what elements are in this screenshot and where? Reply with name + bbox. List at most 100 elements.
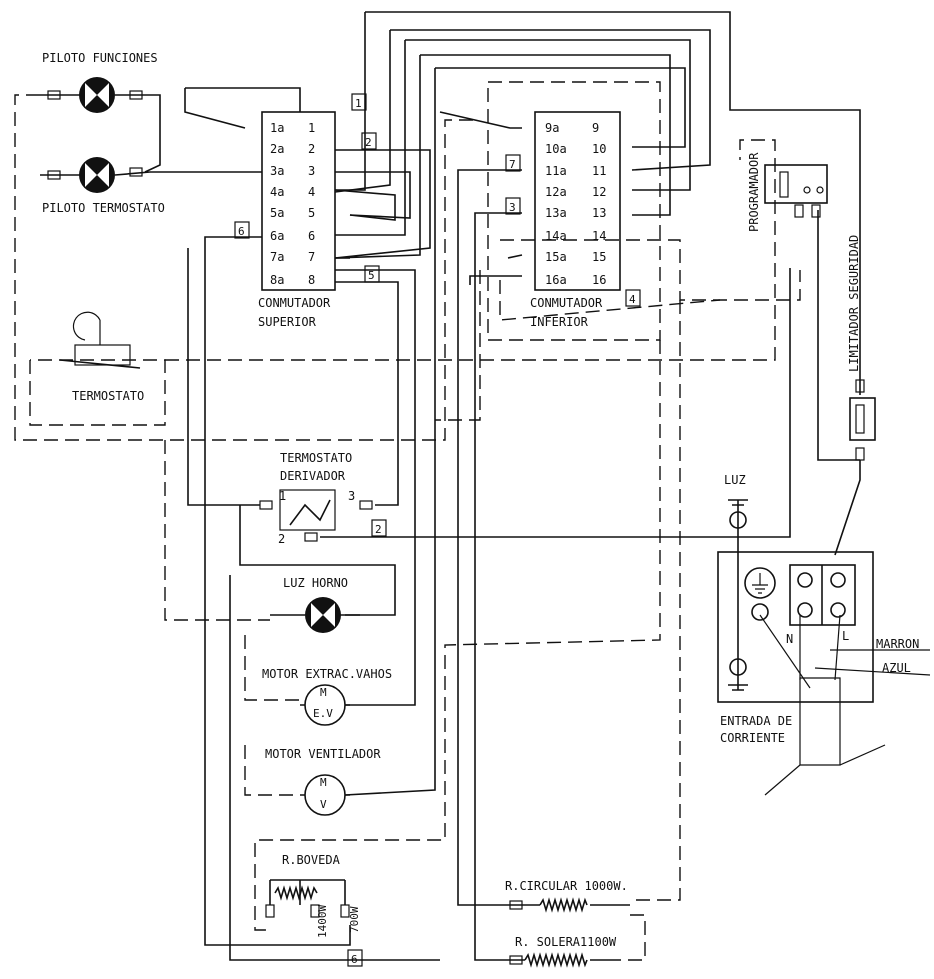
entrada-label-1: ENTRADA DE	[720, 714, 792, 728]
ci-left-pin: 11a	[545, 164, 567, 178]
luz-label: LUZ	[724, 473, 746, 487]
wire-td-1	[187, 248, 260, 506]
n-label: N	[786, 632, 793, 646]
number-boxes	[234, 93, 641, 967]
wire-1a-loop	[185, 87, 301, 112]
cable-body	[799, 677, 841, 766]
box-label: 6	[351, 953, 358, 966]
cs-left-pin: 2a	[270, 142, 284, 156]
wire-piloto-funciones	[144, 94, 161, 173]
cable-azul	[814, 667, 931, 676]
box-label: 2	[375, 523, 382, 536]
wire-top-10	[344, 68, 436, 796]
wire-1a	[184, 88, 246, 129]
dashed-mv	[244, 745, 300, 796]
dashed-enclosure-termostato	[29, 359, 166, 426]
conmutador-superior-label-1: CONMUTADOR	[258, 296, 331, 310]
wire-top-9	[435, 67, 686, 148]
cs-left-pin: 7a	[270, 250, 284, 264]
dashed-enclosure-left	[14, 94, 480, 441]
dashed-vertical-c	[630, 300, 681, 901]
termostato-derivador-label-2: DERIVADOR	[280, 469, 346, 483]
r-circular-resistor-icon	[509, 897, 630, 913]
ci-left-pin: 12a	[545, 185, 567, 199]
ci-left-pin: 13a	[545, 206, 567, 220]
dashed-line-mid	[165, 139, 776, 361]
motor-extrac-vahos-icon	[300, 684, 350, 726]
ci-left-pin: 16a	[545, 273, 567, 287]
wire-top-1	[365, 11, 861, 380]
wire-top-8	[334, 55, 421, 259]
wire-td-2	[320, 268, 791, 538]
termostato-derivador-label-1: TERMOSTATO	[280, 451, 352, 465]
box-label: 6	[238, 225, 245, 238]
conmutador-inferior-label-1: CONMUTADOR	[530, 296, 603, 310]
ci-left-pin: 9a	[545, 121, 559, 135]
ground-icon	[728, 567, 776, 691]
ci-right-pin: 10	[592, 142, 606, 156]
ci-left-pin: 15a	[545, 250, 567, 264]
box-label: 7	[509, 158, 516, 171]
ci-right-pin: 11	[592, 164, 606, 178]
r-boveda-label: R.BOVEDA	[282, 853, 341, 867]
power-entry-frame	[717, 551, 874, 703]
r-circular-label: R.CIRCULAR 1000W.	[505, 879, 628, 893]
cs-right-pin: 7	[308, 250, 315, 264]
piloto-termostato-label: PILOTO TERMOSTATO	[42, 201, 165, 215]
cs-left-pin: 1a	[270, 121, 284, 135]
piloto-termostato-lamp-icon	[40, 157, 151, 193]
box-label: 1	[355, 97, 362, 110]
box-label: 3	[509, 201, 516, 214]
td-pin-3: 3	[348, 489, 355, 503]
mv-m-label: M	[320, 776, 327, 789]
cs-left-pin: 3a	[270, 164, 284, 178]
luz-bulb-icon	[728, 499, 748, 529]
cs-right-pin: 2	[308, 142, 315, 156]
td-pin-1: 1	[279, 489, 286, 503]
box-label: 5	[368, 269, 375, 282]
ci-left-pin: 14a	[545, 229, 567, 243]
wire-11a	[457, 169, 522, 906]
cable-n	[759, 614, 811, 689]
l-label: L	[842, 629, 849, 643]
termostato-icon	[59, 311, 141, 369]
box-label: 4	[629, 293, 636, 306]
w700-label: 700W	[348, 906, 361, 933]
wire-16a	[469, 275, 522, 285]
td-pin-2: 2	[278, 532, 285, 546]
wire-td-loop	[239, 505, 396, 616]
wire-9a	[439, 111, 522, 129]
dashed-vertical-a	[435, 270, 481, 421]
wire-5	[334, 189, 396, 221]
termostato-label: TERMOSTATO	[72, 389, 144, 403]
w1400-label: 1400W	[316, 905, 329, 938]
r-solera-resistor-icon	[509, 952, 615, 968]
conmutador-superior-label-2: SUPERIOR	[258, 315, 317, 329]
wire-top-5	[405, 39, 691, 191]
wire-programador	[817, 210, 860, 461]
ci-right-pin: 12	[592, 185, 606, 199]
wire-top-6	[335, 40, 406, 236]
motor-ventilador-label: MOTOR VENTILADOR	[265, 747, 381, 761]
wire-top-4	[334, 30, 391, 193]
dashed-vertical-b	[254, 340, 661, 931]
wire-ev	[335, 269, 416, 706]
conmutador-inferior-pins: 9a 10a 11a 12a 13a 14a 15a 16a 9 10 11 1…	[545, 121, 606, 287]
luz-horno-lamp-icon	[270, 597, 360, 633]
motor-ventilador-icon	[300, 774, 350, 816]
limitador-seguridad-icon	[849, 379, 876, 461]
cable-end-a	[764, 764, 801, 796]
dashed-line-right	[500, 239, 801, 301]
cs-right-pin: 5	[308, 206, 315, 220]
wire-3	[335, 171, 411, 219]
azul-label: AZUL	[882, 661, 911, 675]
wire-6a	[204, 236, 351, 946]
conmutador-inferior-box	[534, 111, 621, 291]
wire-15a	[507, 254, 523, 259]
conmutador-superior-pins: 1a 2a 3a 4a 5a 6a 7a 8a 1 2 3 4 5 6 7 8	[270, 121, 315, 287]
dashed-line-lower	[164, 440, 270, 621]
piloto-funciones-label: PILOTO FUNCIONES	[42, 51, 158, 65]
terminal-block-icon	[789, 564, 856, 626]
ci-left-pin: 10a	[545, 142, 567, 156]
